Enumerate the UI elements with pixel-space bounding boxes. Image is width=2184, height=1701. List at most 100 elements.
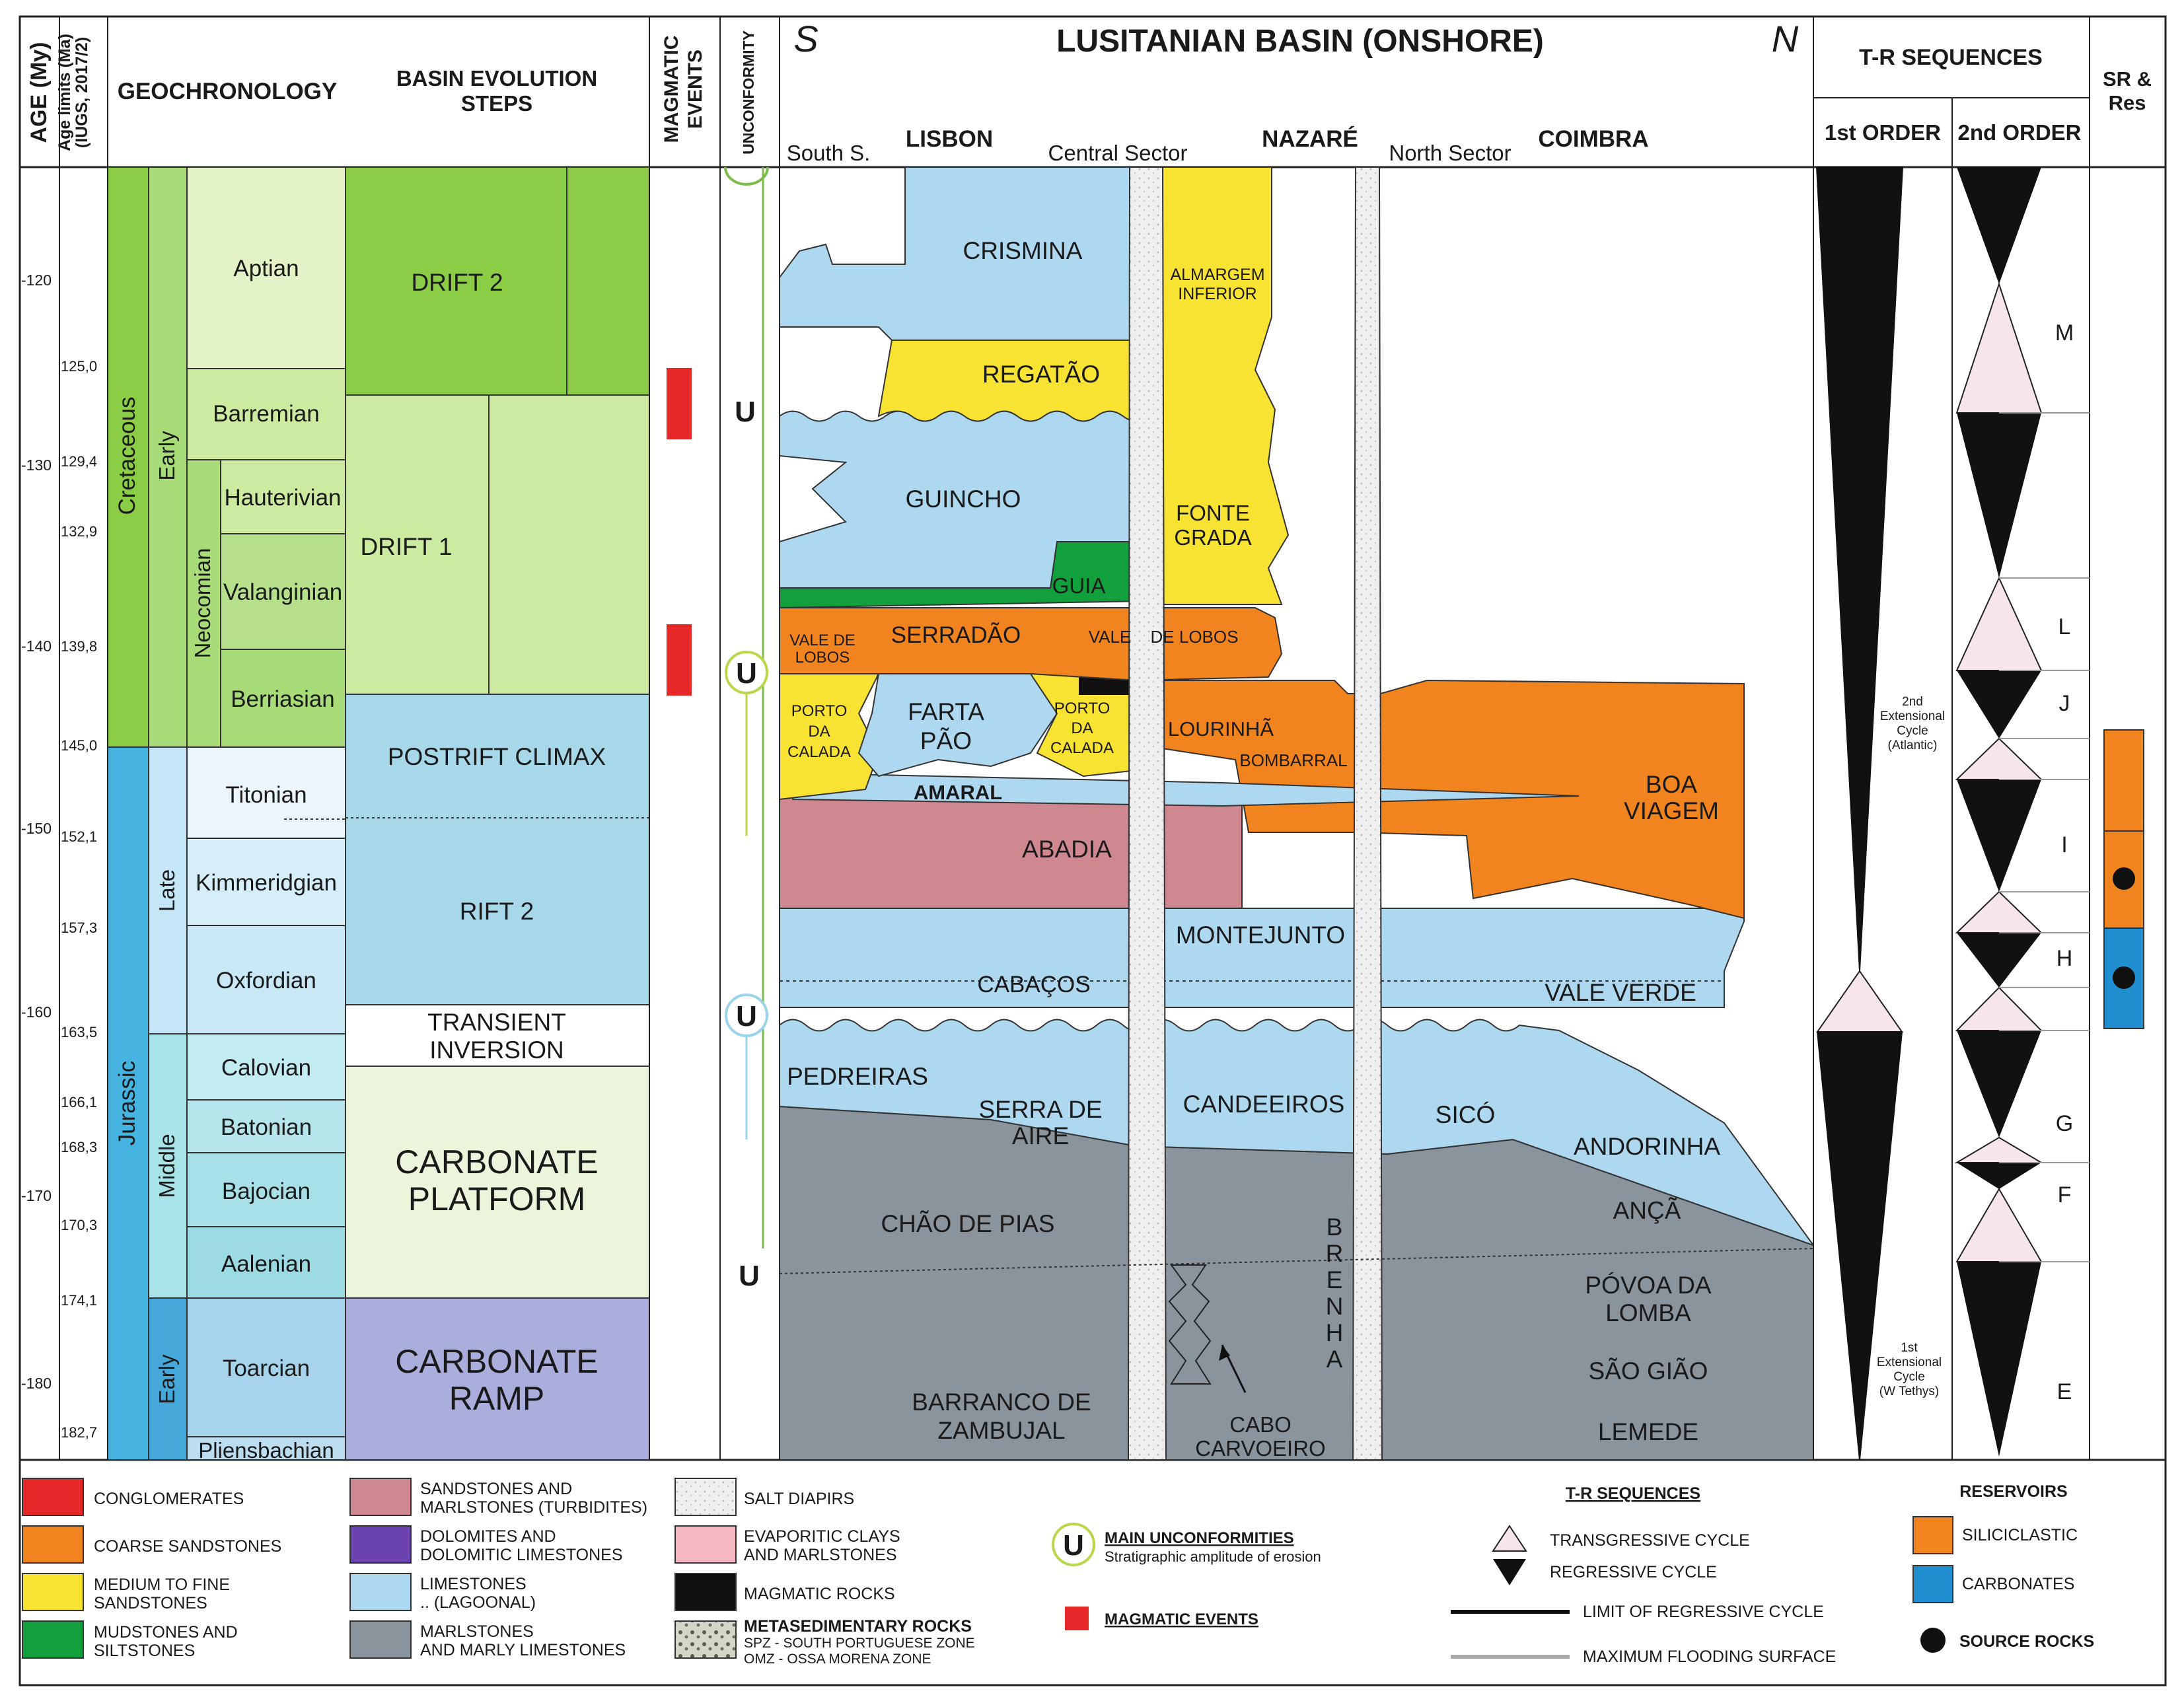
header-basin-steps-2: STEPS: [461, 91, 532, 116]
sub-central: Central Sector: [1048, 141, 1188, 165]
stage-label: Aptian: [233, 256, 299, 281]
unconformity-mark: U: [739, 1260, 760, 1292]
source-rock-dot: [2113, 867, 2135, 890]
formation-label: PORTO: [1054, 700, 1110, 717]
step-carbonate-platform-2: PLATFORM: [408, 1180, 586, 1217]
legend-label: AND MARLSTONES: [744, 1546, 897, 1564]
cycle-letter: J: [2059, 691, 2070, 716]
legend-label: COARSE SANDSTONES: [94, 1537, 281, 1556]
formation-label: LOURINHÃ: [1168, 717, 1274, 741]
tr-sequences: 2nd Extensional Cycle (Atlantic) 1st Ext…: [1813, 17, 2090, 1461]
formation-label: GRADA: [1174, 525, 1251, 550]
stage-label: Titonian: [225, 782, 307, 808]
header-sr-1: SR &: [2103, 67, 2152, 90]
cycle-letter: M: [2055, 320, 2074, 345]
epoch-label-early-k: Early: [155, 431, 179, 481]
formation-label: SÃO GIÃO: [1589, 1357, 1708, 1385]
formation-label: GUINCHO: [906, 486, 1021, 513]
period-cretaceous-label: Cretaceous: [114, 397, 140, 515]
stage-valanginian: [220, 533, 346, 650]
stage-label: Batonian: [221, 1114, 312, 1140]
step-postrift: POSTRIFT CLIMAX: [388, 743, 606, 770]
brenha-letter: E: [1327, 1266, 1343, 1293]
header-title: LUSITANIAN BASIN (ONSHORE): [1056, 24, 1544, 59]
formation-label: AMARAL: [914, 781, 1002, 804]
header: AGE (My) Age limits (Ma) (IUGS, 2017/2) …: [18, 15, 2167, 1686]
basin-evolution-column: DRIFT 2 DRIFT 1 POSTRIFT CLIMAX RIFT 2 T…: [345, 166, 650, 1461]
formation-label: FONTE: [1176, 501, 1250, 525]
formation-label: ABADIA: [1022, 836, 1112, 863]
unit-regatao: [877, 340, 1177, 424]
legend-label: MAGMATIC ROCKS: [744, 1585, 895, 1603]
stage-hauterivian: [220, 459, 346, 534]
cycle-note: Extensional: [1880, 709, 1945, 723]
magmatic-events-column: [649, 17, 780, 1460]
header-south: S: [793, 18, 818, 59]
sub-coimbra: COIMBRA: [1538, 126, 1648, 152]
unconformity-column: U U U U: [724, 166, 769, 1292]
header-geochronology: GEOCHRONOLOGY: [118, 79, 338, 104]
formation-label: PÃO: [920, 727, 972, 754]
period-jurassic: [107, 746, 149, 1461]
legend-unconformity-title: MAIN UNCONFORMITIES: [1105, 1529, 1294, 1547]
age-limit: 145,0: [61, 737, 97, 754]
header-age: AGE (My): [26, 42, 52, 143]
legend-label: SALT DIAPIRS: [744, 1490, 854, 1508]
formation-label: VALE: [1089, 627, 1132, 647]
legend-swatch-evaporitic: [674, 1525, 737, 1564]
step-drift-1: DRIFT 1: [360, 533, 452, 560]
unit-almargem: [1162, 167, 1290, 605]
legend-label: MEDIUM TO FINE: [94, 1575, 230, 1594]
header-basin-steps-1: BASIN EVOLUTION: [396, 66, 597, 90]
formation-label: LOBOS: [795, 649, 850, 667]
epoch-label-early-j: Early: [155, 1354, 179, 1404]
formation-label: DA: [1071, 719, 1093, 737]
step-drift-2: DRIFT 2: [411, 269, 503, 296]
legend-swatch-conglomerates: [22, 1478, 84, 1516]
stage-label: Berriasian: [231, 686, 335, 712]
stage-oxfordian: [186, 925, 346, 1034]
formation-label: VIAGEM: [1624, 797, 1719, 824]
stage-berriasian: [220, 649, 346, 748]
age-tick: -140: [21, 637, 52, 655]
legend-tr-title: T-R SEQUENCES: [1566, 1484, 1700, 1503]
legend-label: AND MARLY LIMESTONES: [420, 1641, 626, 1659]
unconformity-mark: U: [736, 1000, 757, 1032]
cycle-letter: E: [2057, 1379, 2072, 1404]
header-age-limits-2: (IUGS, 2017/2): [73, 37, 91, 148]
first-order-regressive: [1815, 166, 1904, 972]
cycle-note: Extensional: [1877, 1356, 1942, 1369]
stage-label: Toarcian: [223, 1356, 310, 1381]
formation-label: CRISMINA: [963, 237, 1083, 264]
age-limit: 163,5: [61, 1024, 97, 1040]
sub-south-s: South S.: [787, 141, 871, 165]
cycle-note: (W Tethys): [1879, 1385, 1939, 1398]
legend-res-item: SILICICLASTIC: [1962, 1526, 2078, 1544]
age-limit: 174,1: [61, 1292, 97, 1309]
legend-label: SANDSTONES: [94, 1594, 207, 1612]
formation-label: CALADA: [787, 743, 851, 761]
legend-tr-item: TRANSGRESSIVE CYCLE: [1550, 1531, 1750, 1550]
header-magmatic-1: MAGMATIC: [661, 36, 682, 143]
unconformity-mark: U: [735, 396, 756, 428]
formation-label: VALE DE: [789, 632, 855, 649]
age-limit: 157,3: [61, 920, 97, 936]
formation-label: LOMBA: [1605, 1299, 1691, 1326]
legend-res-item: CARBONATES: [1962, 1575, 2074, 1593]
brenha-letter: H: [1326, 1319, 1344, 1346]
formation-label: LEMEDE: [1598, 1418, 1698, 1445]
cycle-note: 2nd: [1902, 695, 1923, 709]
unconformity-mark: U: [736, 657, 757, 690]
formation-label: ANDORINHA: [1574, 1133, 1720, 1160]
formation-label: PEDREIRAS: [787, 1063, 928, 1090]
formation-label: SERRA DE: [978, 1096, 1102, 1123]
cycle-note: 1st: [1901, 1341, 1918, 1355]
legend-swatch-metasedimentary: [674, 1620, 737, 1659]
legend-label: LIMESTONES: [420, 1575, 527, 1593]
header-first-order: 1st ORDER: [1825, 120, 1941, 145]
formation-label: CARVOEIRO: [1195, 1436, 1325, 1461]
formation-label: ANÇÃ: [1613, 1197, 1681, 1224]
legend-res-carbonates: [1912, 1565, 1953, 1603]
age-limit: 139,8: [61, 638, 97, 655]
basin-section: CRISMINA ALMARGEM INFERIOR REGATÃO GUINC…: [780, 167, 1813, 1461]
